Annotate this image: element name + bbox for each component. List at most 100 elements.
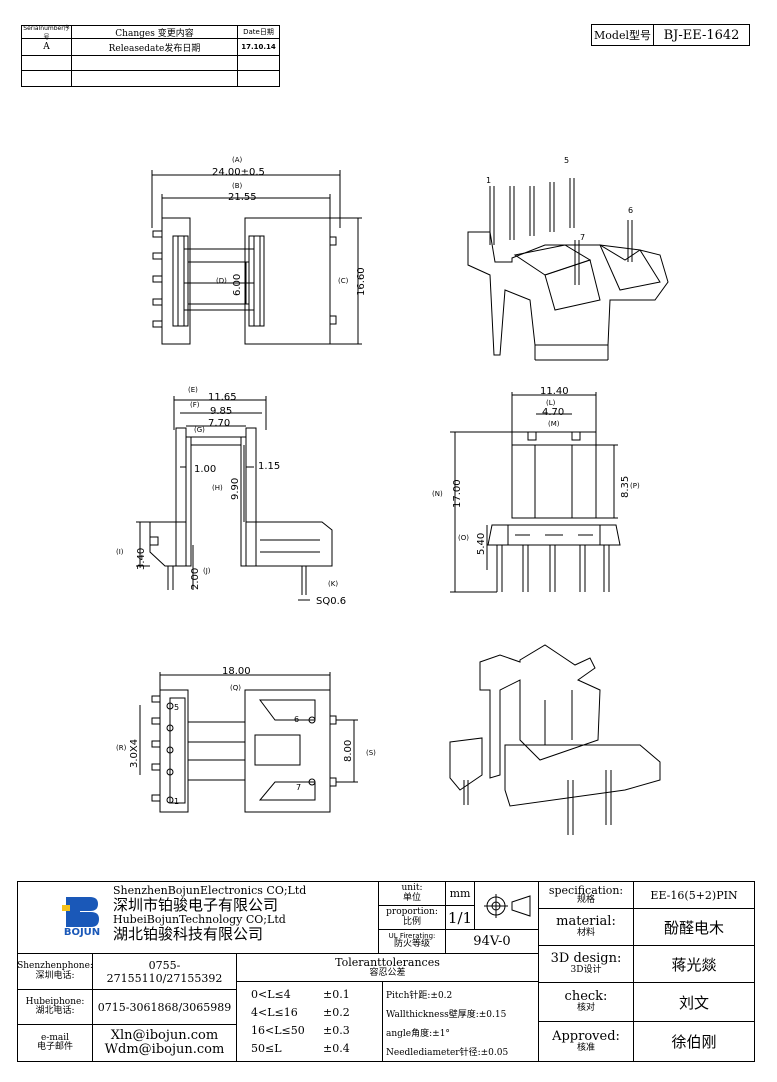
iso-pin-5: 5 [564,156,569,165]
dim-g-label: (G) [194,426,205,434]
email-xln[interactable]: Xln@ibojun.com [110,1028,219,1044]
dim-n-value: 17.00 [452,479,463,508]
company-en-hubei: HubeiBojunTechnology CO;Ltd [113,912,286,926]
dim-c-value: 16.60 [356,267,367,296]
company-cn-shenzhen: 深圳市铂骏电子有限公司 [113,896,279,915]
dim-l-value: 4.70 [542,407,564,418]
bottom-view-drawing [139,672,358,813]
front-view-drawing [450,392,621,593]
dim-r-value: 3.0X4 [129,739,140,768]
bottom-pin-5: 5 [174,703,179,712]
bottom-pin-1: 1 [174,797,179,806]
logo-text: BOJUN [63,927,101,938]
dim-k-value: SQ0.6 [316,596,346,607]
angle-tolerance: angle角度:±1° [386,1029,450,1039]
design-label: 3D design:3D设计 [538,945,634,983]
dim-g-value: 7.70 [208,418,230,429]
unit-label: unit:单位 [378,881,446,906]
tol-value: ±0.3 [323,1024,350,1037]
dim-k-label: (K) [328,580,338,588]
ul-label: UL Firerating:防火等级 [378,929,446,954]
material-value: 酚醛电木 [633,908,755,946]
pitch-tolerance: Pitch针距:±0.2 [386,991,453,1001]
ul-value: 94V-0 [445,929,539,954]
unit-value: mm [445,881,475,906]
tol-value: ±0.2 [323,1006,350,1019]
dim-j-value: 2.00 [190,568,201,590]
sz-phone-label: Shenzhenphone:深圳电话: [17,953,93,990]
dim-f-label: (F) [190,401,200,409]
proportion-label: proportion:比例 [378,905,446,930]
hb-phone-label: Hubeiphone:湖北电话: [17,989,93,1025]
iso-pin-6: 6 [628,206,633,215]
check-label: check:核对 [538,982,634,1022]
dim-a-label: (A) [232,156,243,164]
email-wdm[interactable]: Wdm@ibojun.com [104,1042,225,1057]
tol-value: ±0.4 [323,1042,350,1055]
sz-phone-value: 0755-27155110/27155392 [92,953,237,990]
dim-p-value: 8.35 [620,476,631,498]
spec-value: EE-16(5+2)PIN [633,881,755,909]
dim-b-label: (B) [232,182,243,190]
projection-icon [483,893,530,918]
dim-i-label: (I) [116,548,124,556]
dim-h-value: 9.90 [230,478,241,500]
dim-s-value: 8.00 [343,740,354,762]
dim-l-label: (L) [546,399,556,407]
top-view-drawing [151,170,362,345]
model-value: BJ-EE-1642 [653,24,750,46]
side-view-drawing [136,396,333,601]
iso-pin-1: 1 [486,176,491,185]
approved-value: 徐伯刚 [633,1021,755,1062]
tol-range: 50≤L [251,1042,282,1055]
dim-q-value: 18.00 [222,666,251,677]
technical-drawing: (A) 24.00±0.5 (B) 21.55 (C) (D) 1 5 6 7 … [116,156,669,835]
tol-range: 4<L≤16 [251,1006,298,1019]
dim-r-label: (R) [116,744,127,752]
bottom-pin-7: 7 [296,783,301,792]
needle-tolerance: Needlediameter针径:±0.05 [386,1048,509,1058]
check-value: 刘文 [633,982,755,1022]
isometric-view-bottom [449,644,661,835]
tol-range: 0<L≤4 [251,988,291,1001]
projection-symbol [474,881,539,930]
dim-100: 1.00 [194,464,216,475]
wall-tolerance: Wallthickness壁厚度:±0.15 [386,1010,507,1020]
dim-e-label: (E) [188,386,198,394]
dim-1140: 11.40 [540,386,569,397]
dim-i-value: 3.40 [136,548,147,570]
dim-115: 1.15 [258,461,280,472]
dim-h-label: (H) [212,484,223,492]
isometric-view-top [467,178,669,361]
dim-j-label: (J) [203,567,211,575]
hb-phone-value: 0715-3061868/3065989 [92,989,237,1025]
company-cn-hubei: 湖北铂骏科技有限公司 [113,924,264,943]
dim-o-label: (O) [458,534,469,542]
dim-d-value: 6.00 [232,274,243,296]
rev-row-empty [237,70,280,87]
material-label: material:材料 [538,908,634,946]
dim-p-label: (P) [630,482,640,490]
logo-icon [62,897,99,927]
design-value: 蒋光燚 [633,945,755,983]
iso-pin-7: 7 [580,233,585,242]
approved-label: Approved:核准 [538,1021,634,1062]
dim-a-value: 24.00±0.5 [212,167,265,178]
dim-m-label: (M) [548,420,560,428]
dim-s-label: (S) [366,749,376,757]
tolerance-table: 0<L≤4 ±0.1 4<L≤16 ±0.2 16<L≤50 ±0.3 50≤L… [236,981,383,1062]
tol-range: 16<L≤50 [251,1024,305,1037]
dim-c-label: (C) [338,277,349,285]
dim-q-label: (Q) [230,684,241,692]
bottom-pin-6: 6 [294,715,299,724]
dim-f-value: 9.85 [210,406,232,417]
tol-value: ±0.1 [323,988,350,1001]
dim-n-label: (N) [432,490,443,498]
company-logo: BOJUN [62,895,102,941]
company-en-shenzhen: ShenzhenBojunElectronics CO;Ltd [113,884,307,897]
proportion-value: 1/1 [445,905,475,930]
dim-o-value: 5.40 [476,533,487,555]
